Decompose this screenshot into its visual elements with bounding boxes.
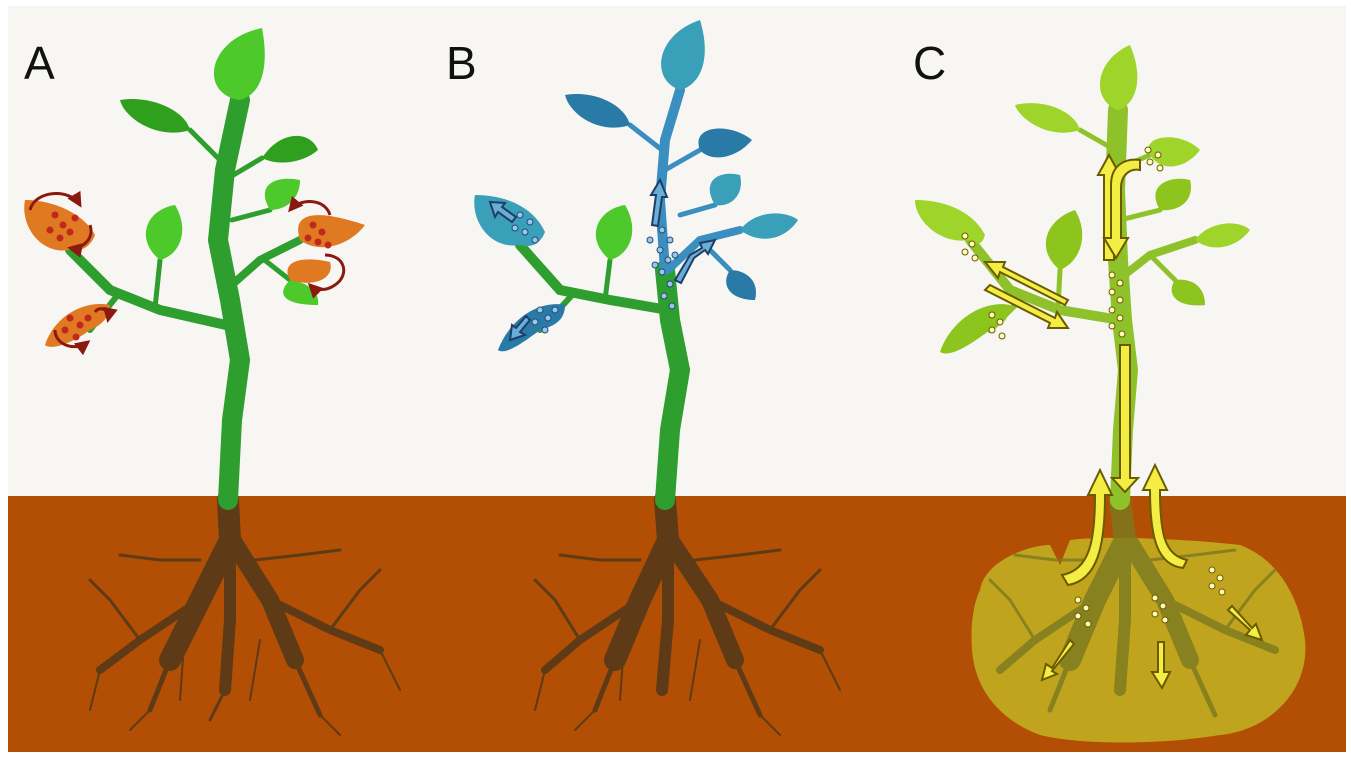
panel-label-c: C (913, 40, 946, 86)
panel-label-b: B (446, 40, 477, 86)
panel-label-a: A (24, 40, 55, 86)
